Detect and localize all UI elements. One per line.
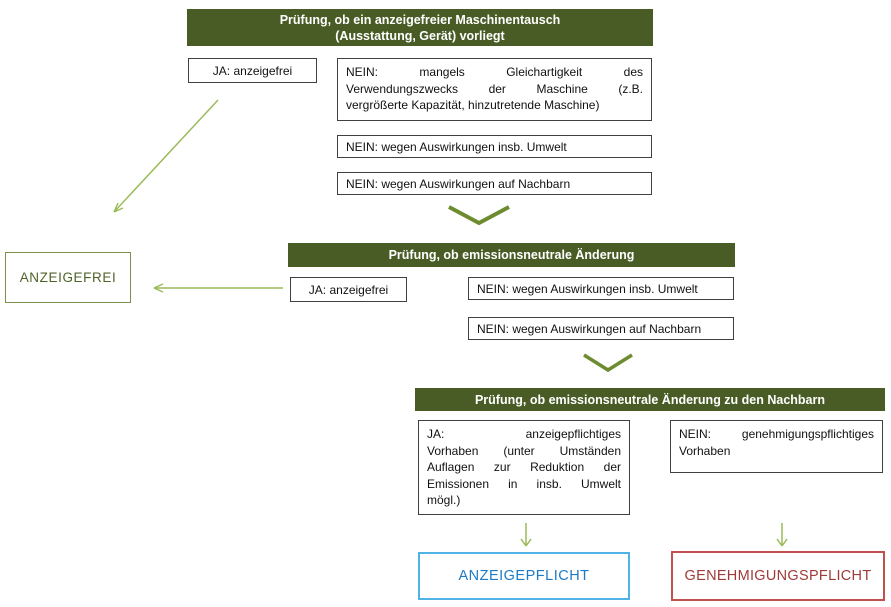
outcome-anzeigepflicht-label: ANZEIGEPFLICHT — [458, 568, 590, 584]
step3-header-title: Prüfung, ob emissionsneutrale Änderung z… — [474, 392, 826, 407]
arrow-step1-ja-to-anzeigefrei — [113, 99, 219, 213]
step3-nein-line1: NEIN: genehmigungspflichtiges — [679, 427, 874, 441]
step2-ja-label: JA: anzeigefrei — [308, 282, 389, 297]
step2-nein-nachbarn-label: NEIN: wegen Auswirkungen auf Nachbarn — [477, 321, 702, 336]
step2-header: Prüfung, ob emissionsneutrale Änderung — [288, 243, 735, 267]
step1-nein-umwelt-label: NEIN: wegen Auswirkungen insb. Umwelt — [346, 139, 567, 154]
arrow-step2-ja-to-anzeigefrei — [153, 283, 283, 293]
step3-ja-line2: Vorhaben (unter Umständen — [427, 443, 621, 458]
outcome-anzeigepflicht-box: ANZEIGEPFLICHT — [418, 552, 630, 600]
step1-header-line1: Prüfung, ob ein anzeigefreier Maschinent… — [279, 12, 561, 27]
chevron-step2-to-step3 — [583, 353, 633, 373]
step1-ja-label: JA: anzeigefrei — [212, 63, 293, 78]
arrow-step3-nein-to-genehmigungspflicht — [776, 523, 788, 547]
step3-nein-line2: Vorhaben — [679, 443, 731, 458]
step3-nein-box: NEIN: genehmigungspflichtiges Vorhaben — [670, 420, 883, 473]
outcome-genehmigungspflicht-box: GENEHMIGUNGSPFLICHT — [671, 551, 885, 601]
arrow-step3-ja-to-anzeigepflicht — [520, 523, 532, 547]
step3-ja-box: JA: anzeigepflichtiges Vorhaben (unter U… — [418, 420, 630, 515]
step1-header: Prüfung, ob ein anzeigefreier Maschinent… — [187, 9, 653, 46]
step2-ja-box: JA: anzeigefrei — [290, 277, 407, 302]
outcome-anzeigefrei-label: ANZEIGEFREI — [19, 270, 117, 285]
step1-nein-gleichartigkeit-line3: vergrößerte Kapazität, hinzutretende Mas… — [346, 98, 600, 112]
step1-nein-umwelt-box: NEIN: wegen Auswirkungen insb. Umwelt — [337, 135, 652, 158]
step2-nein-umwelt-label: NEIN: wegen Auswirkungen insb. Umwelt — [477, 281, 698, 296]
step3-ja-line5: mögl.) — [427, 493, 461, 507]
step1-nein-gleichartigkeit-box: NEIN: mangels Gleichartigkeit des Verwen… — [337, 58, 652, 121]
step1-nein-gleichartigkeit-line2: Verwendungszwecks der Maschine (z.B. — [346, 81, 643, 96]
step3-ja-line3: Auflagen zur Reduktion der — [427, 460, 621, 474]
step3-ja-line1: JA: anzeigepflichtiges — [427, 427, 621, 441]
step1-nein-nachbarn-box: NEIN: wegen Auswirkungen auf Nachbarn — [337, 172, 652, 195]
outcome-genehmigungspflicht-label: GENEHMIGUNGSPFLICHT — [684, 568, 872, 584]
step1-nein-gleichartigkeit-line1: NEIN: mangels Gleichartigkeit des — [346, 65, 643, 79]
step2-header-title: Prüfung, ob emissionsneutrale Änderung — [388, 248, 635, 262]
step1-nein-nachbarn-label: NEIN: wegen Auswirkungen auf Nachbarn — [346, 176, 571, 191]
step2-nein-umwelt-box: NEIN: wegen Auswirkungen insb. Umwelt — [468, 277, 734, 300]
step3-ja-line4: Emissionen in insb. Umwelt — [427, 476, 621, 491]
step1-ja-box: JA: anzeigefrei — [188, 58, 317, 83]
outcome-anzeigefrei-box: ANZEIGEFREI — [5, 252, 131, 303]
step3-header: Prüfung, ob emissionsneutrale Änderung z… — [415, 388, 885, 411]
chevron-step1-to-step2 — [448, 205, 510, 226]
step1-header-line2: (Ausstattung, Gerät) vorliegt — [335, 28, 505, 43]
step2-nein-nachbarn-box: NEIN: wegen Auswirkungen auf Nachbarn — [468, 317, 734, 340]
